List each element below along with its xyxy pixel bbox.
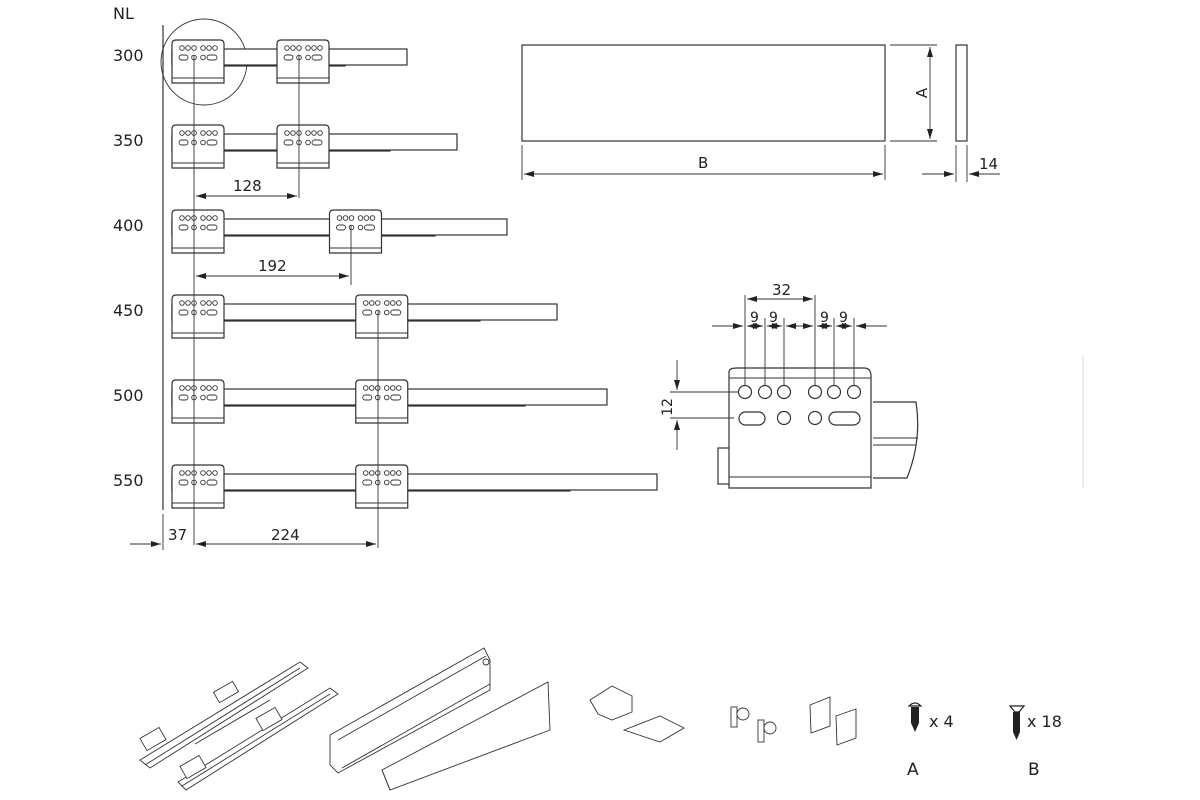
panel-view: A B 14 xyxy=(521,44,1000,182)
mounting-bracket xyxy=(171,294,225,339)
nl-label: 400 xyxy=(113,216,144,235)
dim-9-b: 9 xyxy=(769,310,778,326)
panel-height-label: A xyxy=(913,87,931,98)
screw-a: x 4 A xyxy=(907,702,954,780)
side-view: NL 300 350 400 450 500 550 128 192 37 224 xyxy=(113,4,658,550)
drawer-side-illustration xyxy=(329,647,551,791)
screw-a-label: A xyxy=(907,760,919,780)
mounting-bracket xyxy=(171,39,225,84)
screw-b: x 18 B xyxy=(1008,705,1062,780)
nl-label: 500 xyxy=(113,386,144,405)
dim-128: 128 xyxy=(233,177,262,195)
panel-thickness-label: 14 xyxy=(979,155,998,173)
bracket-detail: 32 9 9 9 9 12 xyxy=(660,281,919,489)
dim-9-d: 9 xyxy=(839,310,848,326)
nl-axis-label: NL xyxy=(113,4,134,23)
dim-192: 192 xyxy=(258,257,287,275)
front-brackets-illustration xyxy=(589,685,685,743)
mounting-bracket xyxy=(355,464,409,509)
nl-label: 550 xyxy=(113,471,144,490)
dim-224: 224 xyxy=(271,526,300,544)
parts-list: x 4 A x 18 B xyxy=(139,647,1062,791)
mounting-bracket xyxy=(171,124,225,169)
mounting-bracket xyxy=(171,464,225,509)
runner-row: 450 xyxy=(113,294,558,339)
runner-pair-illustration xyxy=(139,661,339,791)
mounting-bracket xyxy=(276,39,330,84)
panel-width-label: B xyxy=(698,154,708,172)
nl-label: 300 xyxy=(113,46,144,65)
dim-9-a: 9 xyxy=(750,310,759,326)
mounting-bracket xyxy=(171,379,225,424)
nl-label: 450 xyxy=(113,301,144,320)
panel-thickness-view xyxy=(955,44,968,142)
runner-row: 300 xyxy=(113,39,408,84)
dim-32: 32 xyxy=(772,281,791,299)
labels-illustration xyxy=(809,696,857,746)
dim-9-c: 9 xyxy=(820,310,829,326)
bracket-plate xyxy=(728,367,872,489)
screw-b-count: x 18 xyxy=(1027,712,1062,731)
mounting-bracket xyxy=(355,379,409,424)
countersunk-screw-icon xyxy=(1008,705,1026,740)
dim-12: 12 xyxy=(660,398,676,416)
mounting-bracket xyxy=(355,294,409,339)
pan-head-screw-icon xyxy=(907,702,923,732)
dim-37: 37 xyxy=(168,526,187,544)
nl-label: 350 xyxy=(113,131,144,150)
runner-row: 500 xyxy=(113,379,608,424)
mounting-bracket xyxy=(171,209,225,254)
mounting-bracket xyxy=(328,209,383,254)
screw-a-count: x 4 xyxy=(929,712,954,731)
runner-row: 400 xyxy=(113,209,508,254)
runner-row: 350 xyxy=(113,124,458,169)
runner-row: 550 xyxy=(113,464,658,509)
mounting-bracket xyxy=(276,124,330,169)
drawer-front-panel xyxy=(521,44,886,142)
screw-b-label: B xyxy=(1028,760,1040,780)
clips-illustration xyxy=(730,706,777,743)
